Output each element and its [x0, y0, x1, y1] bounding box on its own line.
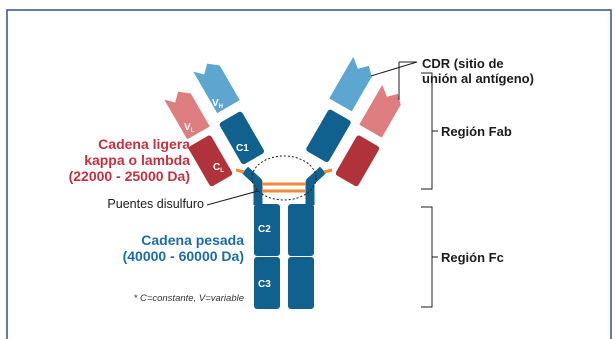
- heavy-chain-vh-right: [329, 56, 372, 112]
- fab-region-label: Región Fab: [441, 124, 512, 139]
- heavy-chain-c3-left: [254, 257, 280, 309]
- light-chain-cl-left: [188, 135, 233, 187]
- fc-bracket: [421, 206, 438, 308]
- heavy-chain-c2-right: [288, 204, 314, 256]
- c3-domain-label: C3: [258, 279, 271, 290]
- heavy-chain-label: Cadena pesada (40000 - 60000 Da): [96, 232, 244, 264]
- vh-domain-label: VH: [212, 98, 223, 110]
- cdr-label-line-2: unión al antígeno): [422, 71, 534, 86]
- outer-border: [6, 9, 612, 339]
- heavy-chain-c1-right: [306, 109, 351, 163]
- cdr-label-line-1: CDR (sitio de: [422, 56, 504, 71]
- light-chain-label: Cadena ligera kappa o lambda (22000 - 25…: [40, 136, 190, 184]
- fc-region-label: Región Fc: [441, 250, 504, 265]
- light-chain-label-line-3: (22000 - 25000 Da): [68, 168, 190, 184]
- disulfide-leader-line: [206, 190, 259, 206]
- c2-domain-label: C2: [258, 224, 271, 235]
- heavy-chain-c1-left: [219, 111, 265, 165]
- fab-bracket: [421, 72, 438, 190]
- vl-domain-label: VL: [184, 122, 195, 134]
- heavy-chain-vh-left: [193, 63, 240, 114]
- footnote: * C=constante, V=variable: [133, 293, 244, 304]
- heavy-chain-c2-left: [254, 204, 280, 256]
- heavy-chain-label-line-2: (40000 - 60000 Da): [122, 248, 244, 264]
- light-chain-cl-right: [335, 135, 380, 187]
- light-chain-vl-left: [164, 91, 210, 140]
- hinge-highlight-circle: [251, 155, 317, 201]
- disulfide-label: Puentes disulfuro: [107, 197, 204, 211]
- light-chain-label-line-1: Cadena ligera: [98, 136, 190, 152]
- cl-domain-label: CL: [213, 162, 224, 174]
- disulfide-bond-left-arm: [235, 168, 245, 174]
- cdr-label: CDR (sitio de unión al antígeno): [422, 56, 582, 86]
- hinge-left: [241, 166, 263, 205]
- light-chain-vl-right: [359, 84, 401, 138]
- disulfide-bond-right-arm: [323, 168, 333, 174]
- c1-domain-label: C1: [236, 143, 249, 154]
- cdr-leader-line-1: [370, 61, 418, 77]
- hinge-right: [305, 166, 327, 205]
- heavy-chain-label-line-1: Cadena pesada: [141, 232, 244, 248]
- light-chain-label-line-2: kappa o lambda: [84, 152, 190, 168]
- heavy-chain-c3-right: [288, 257, 314, 309]
